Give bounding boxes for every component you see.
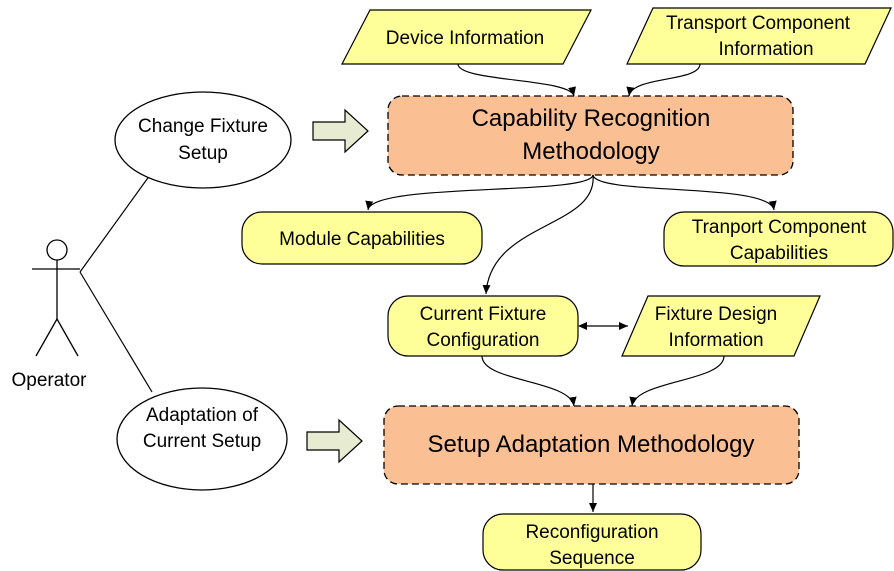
node-transport-component-information: Transport Component Information: [626, 7, 892, 65]
current-fixture-line2: Configuration: [426, 330, 539, 351]
module-capabilities-label: Module Capabilities: [279, 229, 445, 250]
use-case-adaptation-of-current-setup: Adaptation of Current Setup: [116, 387, 288, 491]
association-operator-to-change: [79, 174, 151, 273]
operator-label: Operator: [12, 370, 88, 391]
node-current-fixture-configuration: Current Fixture Configuration: [387, 295, 579, 357]
association-operator-to-adaptation: [79, 271, 153, 393]
transport-info-line1: Transport Component: [666, 13, 851, 34]
reconfiguration-line1: Reconfiguration: [525, 522, 658, 543]
transport-capabilities-line1: Tranport Component: [692, 217, 867, 238]
connector-device-info-to-capability: [457, 63, 576, 97]
block-arrow-adaptation: [306, 418, 363, 464]
node-capability-recognition-methodology: Capability Recognition Methodology: [387, 95, 794, 176]
node-transport-component-capabilities: Tranport Component Capabilities: [663, 211, 894, 267]
connector-fixture-design-to-setup: [629, 355, 725, 407]
use-case-adaptation-line1: Adaptation of: [146, 405, 259, 426]
capability-recognition-line2: Methodology: [522, 138, 659, 165]
node-module-capabilities: Module Capabilities: [241, 211, 483, 265]
node-setup-adaptation-methodology: Setup Adaptation Methodology: [383, 405, 800, 485]
use-case-adaptation-line2: Current Setup: [143, 431, 261, 452]
node-reconfiguration-sequence: Reconfiguration Sequence: [482, 513, 702, 571]
connector-transport-info-to-capability: [626, 63, 701, 97]
connector-capability-to-module: [365, 174, 594, 211]
connector-current-fixture-to-setup: [481, 355, 577, 407]
node-device-information: Device Information: [341, 9, 592, 65]
capability-recognition-line1: Capability Recognition: [472, 105, 711, 132]
device-information-label: Device Information: [386, 28, 544, 49]
current-fixture-line1: Current Fixture: [420, 304, 547, 325]
node-fixture-design-information: Fixture Design Information: [621, 295, 821, 357]
fixture-design-line1: Fixture Design: [655, 304, 778, 325]
use-case-change-fixture-setup: Change Fixture Setup: [114, 91, 292, 189]
setup-adaptation-label: Setup Adaptation Methodology: [428, 431, 755, 458]
block-arrow-change: [312, 108, 369, 154]
transport-capabilities-line2: Capabilities: [730, 243, 828, 264]
transport-info-line2: Information: [718, 39, 813, 60]
reconfiguration-line2: Sequence: [549, 548, 635, 569]
use-case-change-line1: Change Fixture: [138, 116, 268, 137]
use-case-change-line2: Setup: [178, 143, 228, 164]
operator-actor: [32, 239, 80, 357]
connector-capability-to-current-fixture: [482, 174, 594, 295]
connectors: [79, 63, 777, 512]
connector-capability-to-transport-capabilities: [592, 174, 777, 211]
fixture-design-line2: Information: [668, 330, 763, 351]
actor-head-icon: [46, 239, 68, 261]
